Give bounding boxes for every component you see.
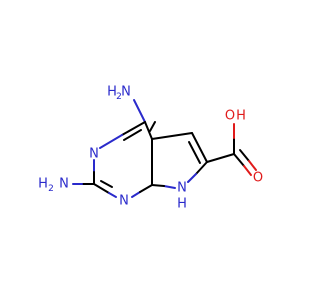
bond-c4-n3	[121, 121, 146, 136]
pyrrole-h-label: H	[177, 197, 187, 212]
bond-c5-c6	[191, 132, 208, 163]
bond-carboxyl-o	[233, 153, 245, 167]
bond-c4a-c5	[151, 132, 193, 140]
atom-labels: N H 2 N H 2 N N N H O H O	[38, 85, 263, 212]
pyrrole-n-label: N	[177, 181, 187, 196]
bond-c4a-c4	[144, 121, 153, 140]
bond-c4-n3-inner	[123, 129, 142, 141]
bond-carboxyl-o-o	[243, 165, 252, 176]
amino-left-n-label: N	[59, 177, 69, 192]
amino-top-n-label: N	[121, 85, 131, 100]
bond-c6-n7-n	[187, 173, 197, 183]
carbonyl-o-label: O	[253, 171, 263, 186]
molecule-structure: N H 2 N H 2 N N N H O H O	[38, 85, 263, 212]
ring-n-lower-label: N	[119, 194, 129, 209]
bonds	[72, 99, 257, 198]
bond-c6-carboxyl	[206, 153, 235, 163]
amino-top-h-subscript: 2	[116, 92, 122, 102]
bond-n7-c7a	[151, 184, 165, 187]
ring-n-upper-label: N	[89, 147, 99, 162]
bond-n7-c7a-n	[163, 185, 176, 189]
bond-n1-c7a-n	[131, 191, 141, 198]
bond-c5-c6-inner	[188, 141, 201, 164]
bond-c2-n1-n	[108, 192, 117, 198]
bond-carboxyl-o-2-o	[248, 160, 257, 171]
bond-c2-n1	[93, 183, 110, 194]
bond-c6-n7	[195, 161, 208, 175]
amino-top-h-label: H	[107, 85, 117, 100]
bond-c2-n1-inner	[100, 180, 113, 188]
amino-left-h-label: H	[38, 177, 48, 192]
hydroxyl-h-label: H	[236, 109, 246, 124]
bond-c4-nh2	[133, 99, 146, 123]
hydroxyl-o-label: O	[225, 109, 235, 124]
bond-n1-c7a	[139, 184, 153, 193]
bond-c4a-c4-inner	[149, 121, 156, 132]
bond-c4-n3-n	[99, 134, 123, 149]
bond-carboxyl-o-2	[239, 149, 250, 162]
amino-left-h-subscript: 2	[48, 184, 54, 194]
